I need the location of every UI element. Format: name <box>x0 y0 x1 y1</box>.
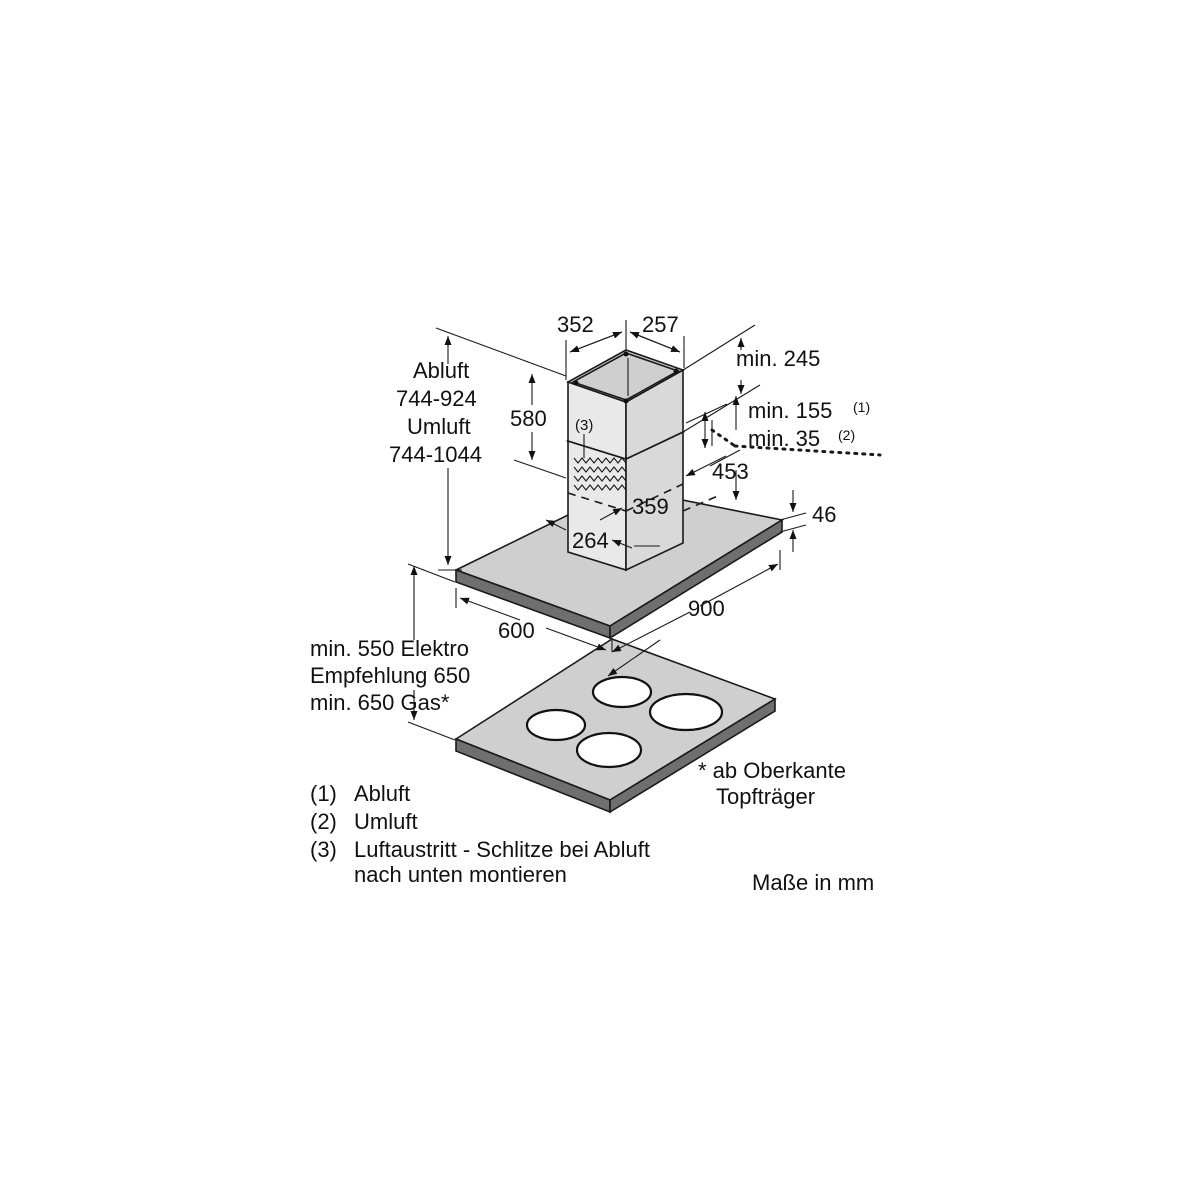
air-outlet-slots <box>573 457 627 491</box>
height-label-abluft: Abluft <box>413 358 469 383</box>
clearance-electric: min. 550 Elektro <box>310 636 469 661</box>
legend-text-3: Luftaustritt - Schlitze bei Abluft <box>354 837 650 862</box>
note-1: (1) <box>853 399 870 415</box>
cooking-zone-front <box>575 731 643 769</box>
cooking-zone-left <box>525 708 587 742</box>
note-2: (2) <box>838 427 855 443</box>
clearance-gas: min. 650 Gas* <box>310 690 450 715</box>
height-label-umluft-range: 744-1044 <box>389 442 482 467</box>
dimension-labels: 352 257 min. 245 min. 155 (1) min. 35 (2… <box>310 312 870 809</box>
dim-900: 900 <box>688 596 725 621</box>
legend-num-1: (1) <box>310 781 337 806</box>
dimension-lines <box>407 320 882 741</box>
dim-257: 257 <box>642 312 679 337</box>
height-label-umluft: Umluft <box>407 414 471 439</box>
cooking-zone-right <box>648 692 724 732</box>
dim-453: 453 <box>712 459 749 484</box>
footnote-line2: Topfträger <box>716 784 815 809</box>
legend-num-2: (2) <box>310 809 337 834</box>
dim-359: 359 <box>632 494 669 519</box>
dim-600: 600 <box>498 618 535 643</box>
legend-text-2: Umluft <box>354 809 418 834</box>
dim-46: 46 <box>812 502 836 527</box>
dim-min-35: min. 35 <box>748 426 820 451</box>
dim-352: 352 <box>557 312 594 337</box>
height-label-abluft-range: 744-924 <box>396 386 477 411</box>
clearance-recommended: Empfehlung 650 <box>310 663 470 688</box>
dim-264: 264 <box>572 528 609 553</box>
footnote-line1: * ab Oberkante <box>698 758 846 783</box>
dim-min-155: min. 155 <box>748 398 832 423</box>
legend-text-3b: nach unten montieren <box>354 862 567 887</box>
legend-num-3: (3) <box>310 837 337 862</box>
dim-min-245: min. 245 <box>736 346 820 371</box>
units-label: Maße in mm <box>752 870 874 895</box>
legend: (1) Abluft (2) Umluft (3) Luftaustritt -… <box>310 781 650 887</box>
dim-580: 580 <box>510 406 547 431</box>
legend-text-1: Abluft <box>354 781 410 806</box>
cooking-zone-rear <box>591 675 653 709</box>
cooktop <box>454 638 777 814</box>
slot-marker: (3) <box>575 417 593 434</box>
